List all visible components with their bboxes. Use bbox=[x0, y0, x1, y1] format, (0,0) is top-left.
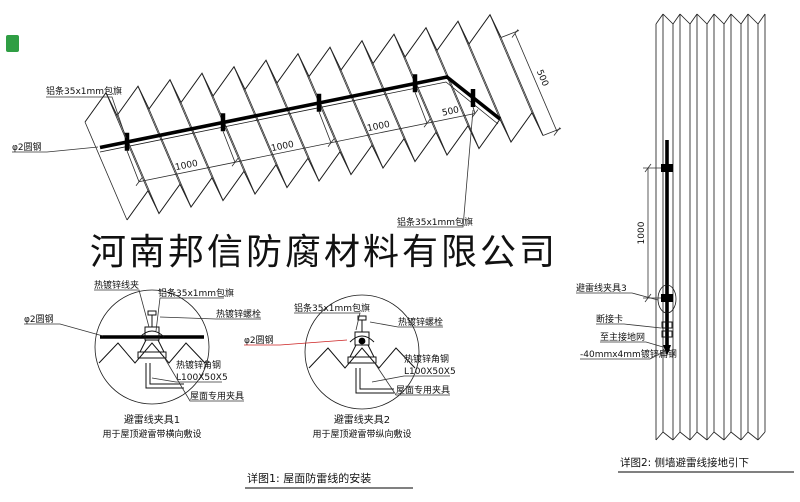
label-round-steel-2: φ2圆钢 bbox=[244, 334, 274, 346]
dim-1000-3: 1000 bbox=[366, 120, 391, 134]
leader-roof-clamp-1 bbox=[163, 356, 244, 402]
detail-circle-1: 热镀锌线夹 铝条35x1mm包旗 热镀锌螺栓 φ2圆钢 热镀锌角钢 L100X5… bbox=[24, 279, 261, 440]
watermark-text: 河南邦信防腐材料有限公司 bbox=[90, 232, 558, 273]
detail2-circle bbox=[304, 294, 420, 410]
leader-clamp3 bbox=[576, 292, 659, 301]
leader-angle-steel-1 bbox=[151, 377, 222, 383]
leader-angle-steel-2 bbox=[371, 375, 450, 383]
leader-bolt-2 bbox=[369, 321, 443, 328]
dim-depth-500: 500 bbox=[534, 68, 550, 88]
alu-strip-arc-1 bbox=[139, 330, 165, 338]
leader-alu-strip-bottom bbox=[397, 109, 474, 228]
dim-500: 500 bbox=[441, 105, 460, 118]
detail1-circle bbox=[94, 289, 210, 405]
roof-back-profile bbox=[84, 13, 502, 123]
detail2-subtitle: 用于屋顶避雷带纵向敷设 bbox=[312, 428, 411, 440]
green-badge bbox=[6, 35, 19, 52]
label-roof-clamp-1: 屋面专用夹具 bbox=[190, 390, 244, 402]
dim-1000-1: 1000 bbox=[174, 159, 199, 173]
roof-profile-section-2 bbox=[308, 347, 416, 369]
detail2-title: 避雷线夹具2 bbox=[334, 413, 390, 426]
leader-wire-clip-1 bbox=[94, 289, 150, 328]
to-ground-arrow bbox=[663, 345, 671, 356]
wire-clamps bbox=[124, 74, 476, 151]
dim-tick-bottom bbox=[644, 293, 652, 303]
disconnect-card-upper bbox=[661, 321, 673, 329]
leader-flat-steel bbox=[580, 350, 666, 360]
figure2-caption: 详图2: 侧墙避雷线接地引下 bbox=[620, 456, 749, 469]
label-bolt-1: 热镀锌螺栓 bbox=[216, 308, 261, 320]
leader-round-steel-2 bbox=[244, 339, 348, 346]
leader-alu-strip-top bbox=[46, 96, 127, 139]
angle-steel-2 bbox=[355, 368, 394, 394]
label-angle-steel-2: 热镀锌角钢 bbox=[404, 353, 449, 365]
clamp-highlight-ellipse bbox=[657, 284, 677, 314]
corrugated-wall bbox=[655, 13, 766, 441]
leader-alu-strip-2 bbox=[294, 312, 361, 331]
dimension-lines bbox=[126, 29, 562, 186]
disconnect-card-lower bbox=[661, 330, 673, 338]
wall-wire-clamp-upper bbox=[661, 164, 673, 172]
leader-round-steel-1 bbox=[24, 323, 104, 337]
bolt-nut-2 bbox=[357, 315, 367, 321]
leader-disconnect-card bbox=[596, 323, 662, 329]
wall-wire-clamp-lower bbox=[661, 294, 673, 302]
roof-clamp-base-1 bbox=[137, 351, 167, 359]
clamp-legs-2 bbox=[349, 344, 375, 358]
dim-tick-top bbox=[644, 163, 652, 173]
label-alu-strip-2: 铝条35x1mm包旗 bbox=[294, 302, 370, 314]
label-angle-size-2: L100X50X5 bbox=[404, 367, 456, 377]
roof-clamp-base-2 bbox=[347, 356, 377, 364]
label-round-steel-1: φ2圆钢 bbox=[24, 313, 54, 325]
label-clamp3: 避雷线夹具3 bbox=[576, 282, 627, 294]
figure1-caption: 详图1: 屋面防雷线的安装 bbox=[247, 471, 371, 485]
wire-section-dot-2 bbox=[358, 337, 366, 345]
lightning-wire bbox=[99, 75, 502, 150]
dim-1000-wall: 1000 bbox=[637, 221, 647, 244]
label-angle-steel-1: 热镀锌角钢 bbox=[176, 359, 221, 371]
label-to-ground: 至主接地网 bbox=[600, 331, 645, 343]
leader-alu-strip-1 bbox=[155, 297, 224, 332]
leader-to-ground bbox=[600, 341, 664, 348]
bolt-nut-1 bbox=[147, 310, 157, 316]
label-roof-clamp-2: 屋面专用夹具 bbox=[396, 384, 450, 396]
label-bolt-2: 热镀锌螺栓 bbox=[398, 316, 443, 328]
roof-ridge-lines bbox=[84, 14, 544, 221]
label-angle-size-1: L100X50X5 bbox=[176, 373, 228, 383]
label-disconnect-card: 断接卡 bbox=[596, 313, 623, 325]
roof-profile-section-1 bbox=[98, 342, 206, 364]
wall-view: 1000 避雷线夹具3 断接卡 至主接地网 -40mmx4mm镀锌扁钢 详图2:… bbox=[576, 13, 794, 473]
label-flat-steel: -40mmx4mm镀锌扁钢 bbox=[580, 348, 677, 360]
roof-isometric-view: 1000 1000 1000 500 500 铝条35x1mm包旗 φ2圆钢 铝… bbox=[12, 13, 562, 228]
detail-circle-2: 铝条35x1mm包旗 热镀锌螺栓 φ2圆钢 热镀锌角钢 L100X50X5 屋面… bbox=[244, 294, 456, 440]
leader-round-steel-main bbox=[12, 146, 99, 153]
alu-strip-arc-2 bbox=[349, 335, 375, 343]
detail1-title: 避雷线夹具1 bbox=[124, 413, 180, 426]
leader-bolt-1 bbox=[159, 316, 261, 320]
angle-steel-1 bbox=[145, 363, 184, 389]
label-round-steel-main: φ2圆钢 bbox=[12, 141, 42, 153]
dim-1000-2: 1000 bbox=[270, 140, 295, 154]
label-alu-strip-top: 铝条35x1mm包旗 bbox=[46, 85, 122, 97]
leader-roof-clamp-2 bbox=[373, 361, 450, 396]
label-alu-strip-bottom: 铝条35x1mm包旗 bbox=[397, 216, 473, 228]
label-wire-clip-1: 热镀锌线夹 bbox=[94, 279, 139, 291]
alu-strip-line bbox=[99, 81, 499, 153]
detail1-subtitle: 用于屋顶避雷带横向敷设 bbox=[102, 428, 201, 440]
label-alu-strip-1: 铝条35x1mm包旗 bbox=[158, 287, 234, 299]
clamp-legs-1 bbox=[139, 339, 165, 353]
